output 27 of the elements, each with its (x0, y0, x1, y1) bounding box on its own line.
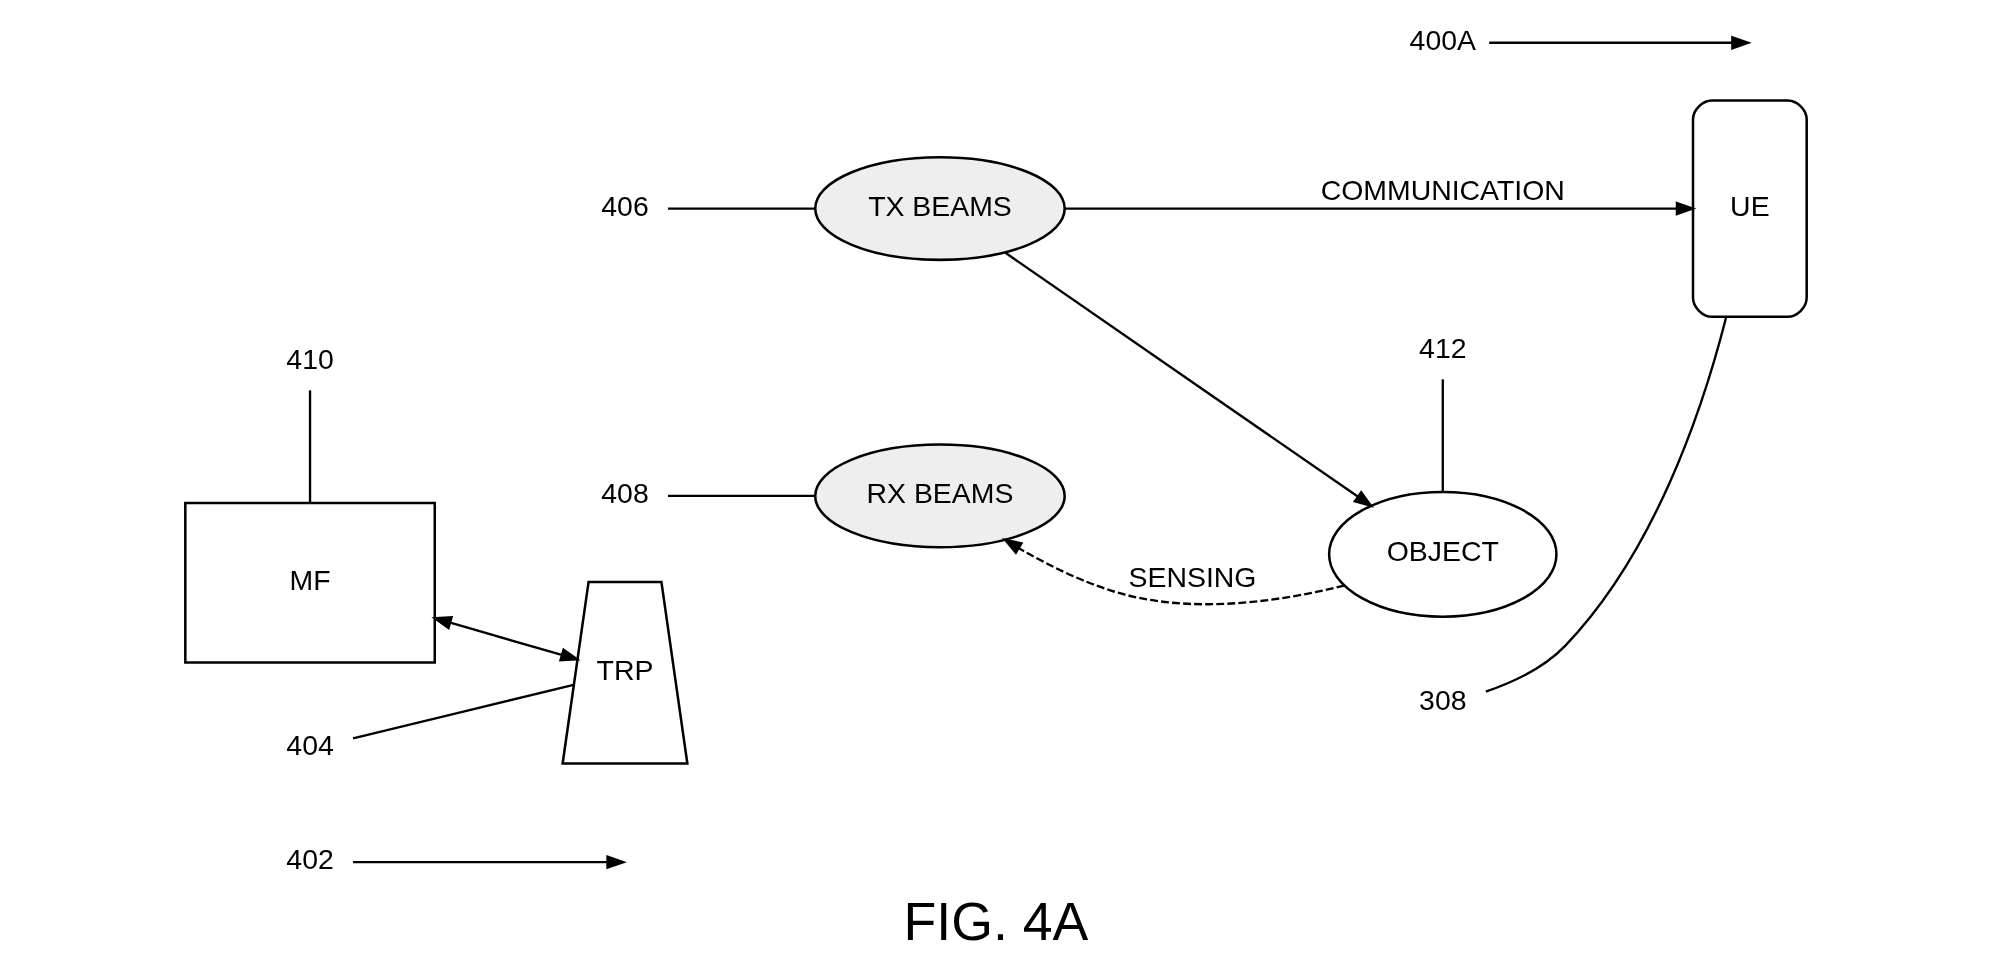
node-box: MF (183, 501, 436, 664)
arrow (1064, 201, 1696, 216)
connector (352, 683, 574, 740)
node-ellipse: TX BEAMS (813, 156, 1066, 262)
node-ellipse: RX BEAMS (813, 443, 1066, 549)
edge-label: COMMUNICATION (1320, 173, 1565, 206)
node-text: 408 (600, 476, 649, 509)
node-text: 308 (1418, 683, 1466, 716)
node-box: UE (1691, 99, 1808, 318)
edge-label: SENSING (1128, 560, 1256, 593)
arrow (352, 854, 627, 870)
node-text: 402 (285, 843, 334, 876)
connector (1441, 379, 1444, 492)
node-text: 412 (1418, 331, 1466, 364)
caption: FIG. 4A (903, 890, 1088, 951)
arrow (430, 616, 581, 662)
node-text: 400A (1409, 23, 1476, 56)
connector (1484, 316, 1727, 693)
connector (667, 494, 815, 498)
node-text: 404 (285, 729, 334, 762)
connector (308, 390, 311, 503)
arrow (1488, 35, 1752, 50)
connector (667, 207, 815, 210)
arrow (1004, 251, 1374, 508)
arrow (1001, 538, 1344, 606)
node-text: 406 (600, 189, 649, 222)
node-text: 410 (285, 342, 334, 375)
